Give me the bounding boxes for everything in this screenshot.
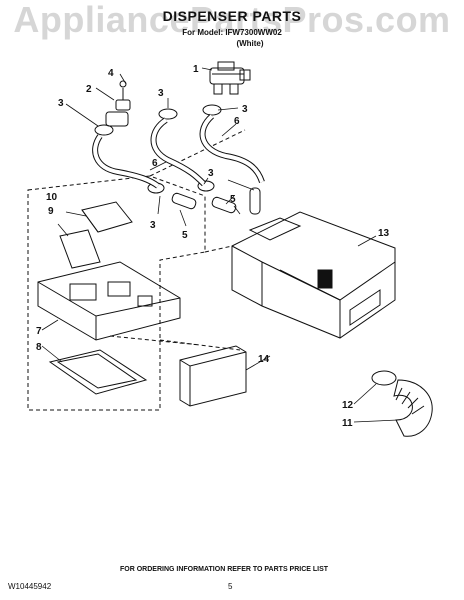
callout-10: 10: [46, 192, 58, 203]
ordering-info: FOR ORDERING INFORMATION REFER TO PARTS …: [120, 566, 329, 573]
sensor-part: [105, 80, 131, 127]
connector-lines: [109, 129, 246, 351]
callout-3d: 3: [208, 168, 214, 179]
bleach-cap-part: [81, 201, 133, 233]
page-title: DISPENSER PARTS: [162, 8, 302, 24]
callout-12: 12: [342, 400, 354, 411]
watermark: AppliancePartsPros.com: [13, 0, 451, 40]
dispenser-housing-part: [231, 211, 396, 339]
callout-6b: 6: [234, 116, 240, 127]
document-number: W10445942: [8, 582, 52, 591]
hose-clamp-large: [371, 370, 397, 386]
leader-lines: [41, 67, 399, 423]
cover-part: [179, 345, 247, 407]
callout-labels: 1 2 3 3 3 3 3 4 5 5 6 6 7 8 9 10 11 12 1…: [36, 64, 390, 429]
callout-1: 1: [193, 64, 199, 75]
callout-8: 8: [36, 342, 42, 353]
siphon-cap-part: [59, 229, 101, 269]
callout-5: 5: [182, 230, 188, 241]
water-valve-part: [209, 61, 251, 95]
callout-11: 11: [342, 418, 353, 429]
callout-6: 6: [152, 158, 158, 169]
drawer-handle-part: [48, 349, 148, 395]
callout-3b: 3: [158, 88, 164, 99]
callout-2: 2: [86, 84, 92, 95]
callout-14: 14: [258, 354, 270, 365]
callout-3: 3: [58, 98, 64, 109]
hose-clamp: [94, 124, 114, 136]
dispenser-drawer-part: [37, 261, 181, 341]
callout-7: 7: [36, 326, 42, 337]
model-line: For Model: IFW7300WW02: [182, 28, 282, 37]
callout-3e: 3: [150, 220, 156, 231]
elbow-hose-part: [393, 379, 433, 437]
drawer-frame-outline: [27, 175, 206, 411]
callout-4: 4: [108, 68, 114, 79]
callout-9: 9: [48, 206, 54, 217]
hose-clamp: [158, 108, 178, 120]
inlet-tube-part: [171, 187, 261, 215]
color-line: (White): [236, 39, 264, 48]
callout-3c: 3: [242, 104, 248, 115]
callout-5b: 5: [230, 194, 236, 205]
page-number: 5: [228, 582, 233, 591]
callout-13: 13: [378, 228, 390, 239]
